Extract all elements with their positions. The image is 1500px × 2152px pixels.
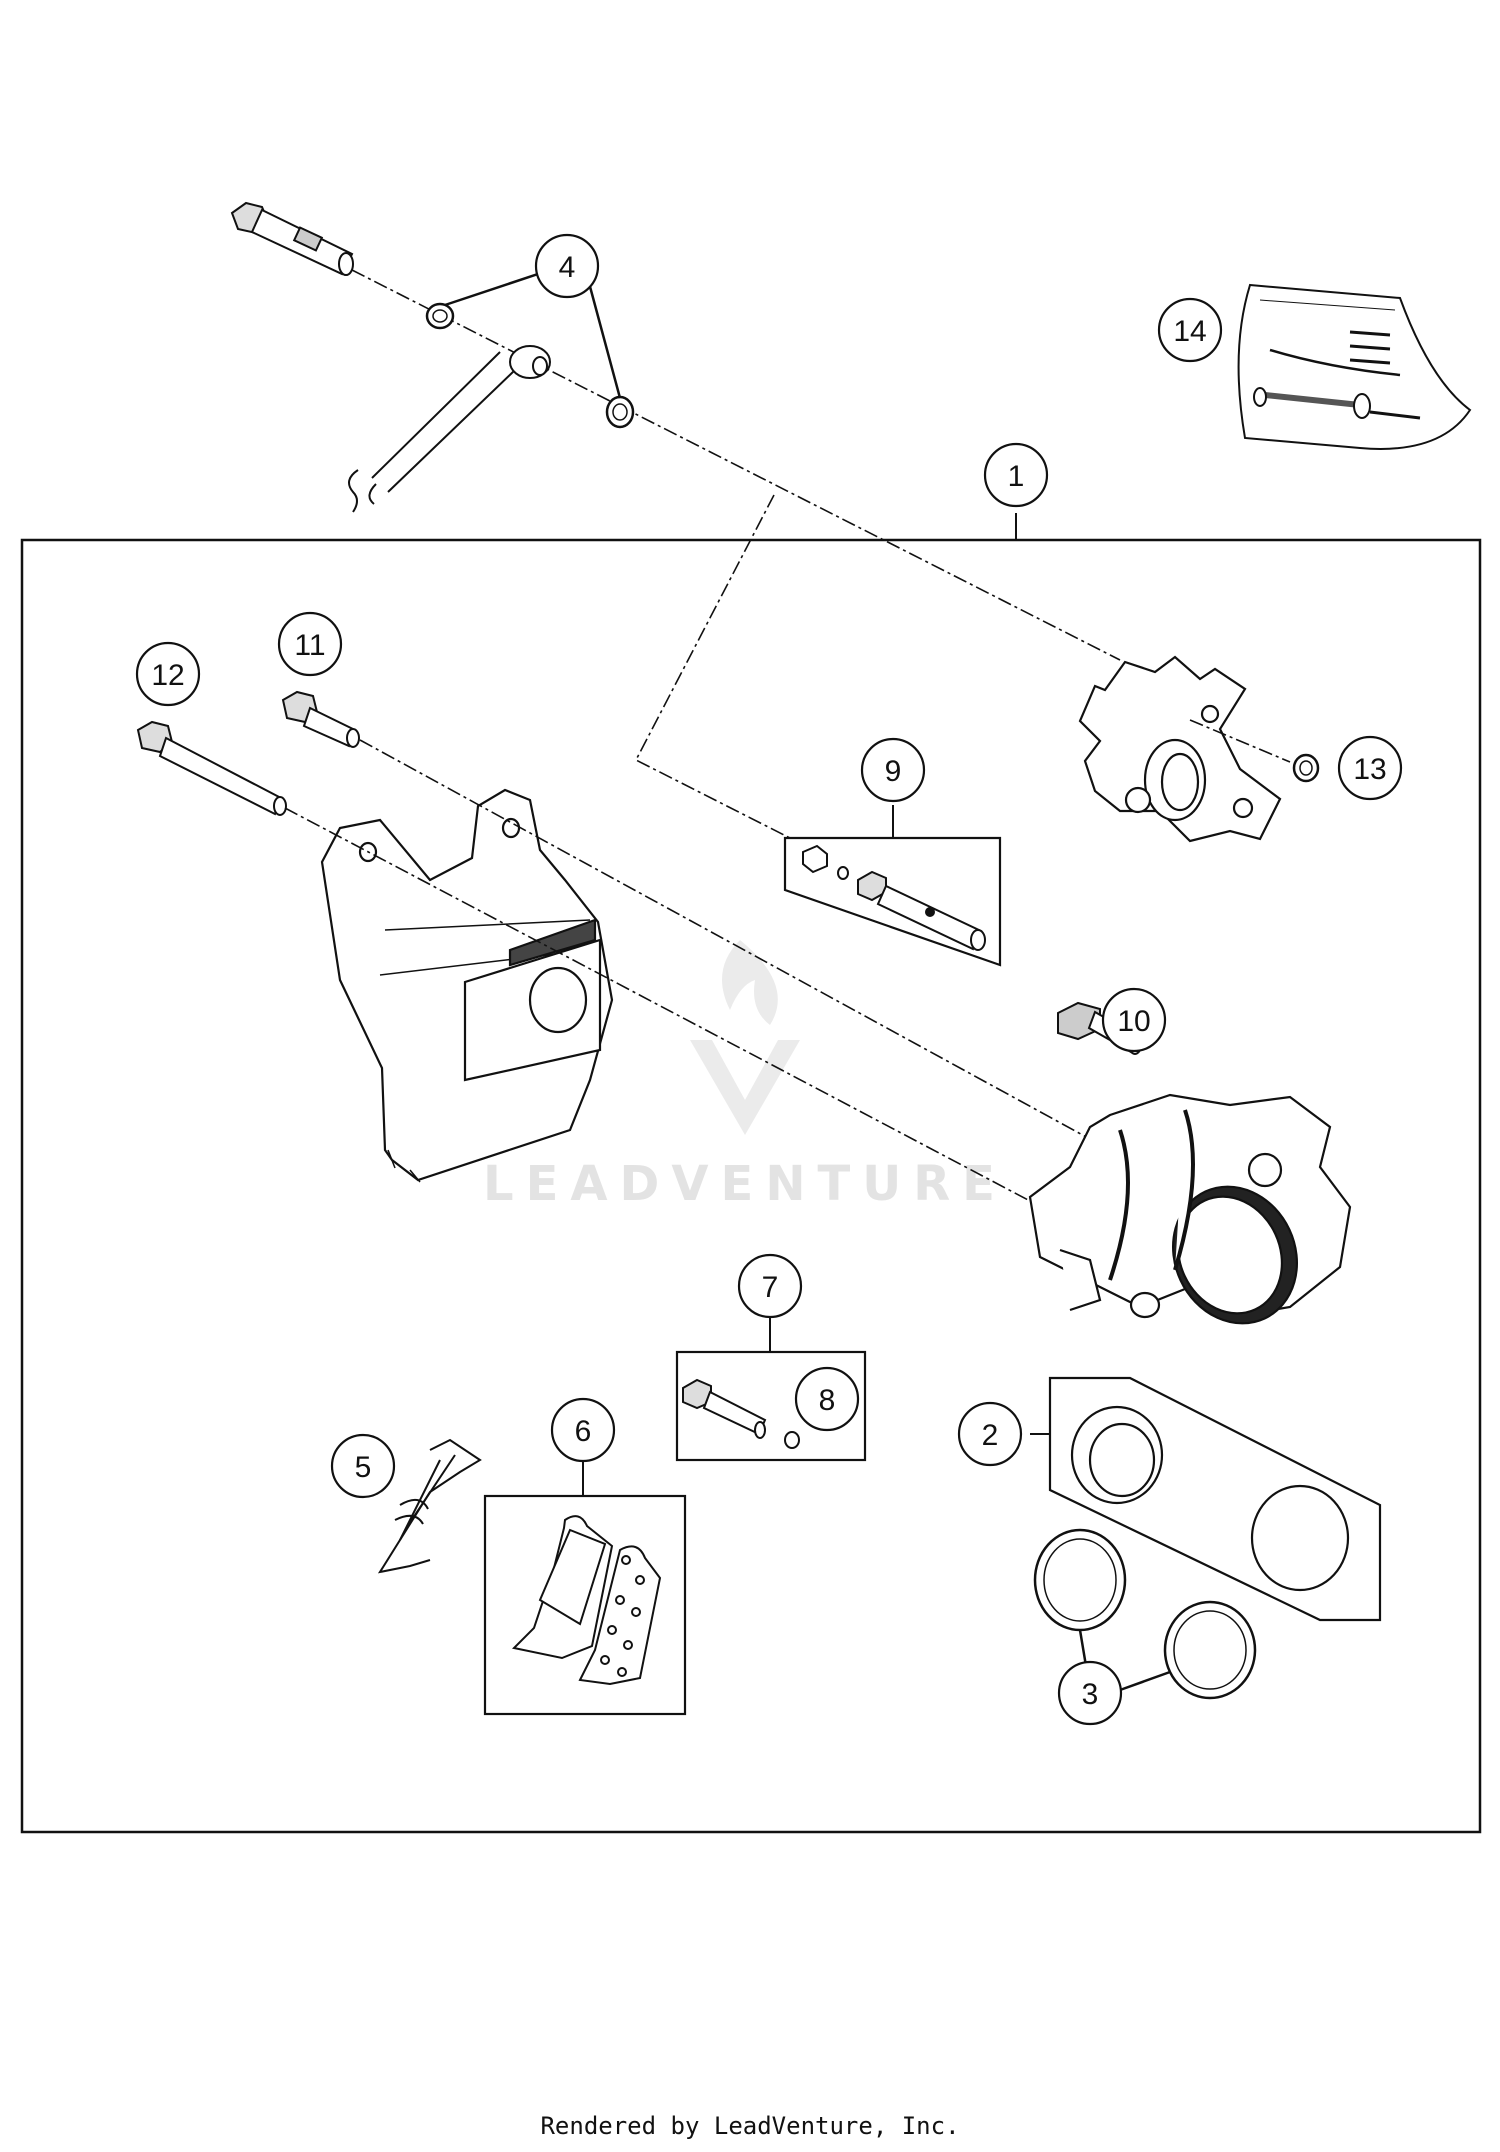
sealing-ring-upper — [425, 302, 455, 330]
svg-text:9: 9 — [885, 755, 902, 788]
bolt-12-axis-line — [284, 807, 1086, 1231]
callout-8: 8 — [794, 1366, 860, 1432]
sealing-ring-lower — [605, 395, 635, 429]
seal-13-axis-line — [1189, 719, 1291, 763]
leadventure-watermark: LEADVENTURE — [483, 940, 1007, 1212]
svg-text:8: 8 — [819, 1384, 836, 1417]
svg-text:10: 10 — [1117, 1005, 1150, 1038]
brake-caliper — [1028, 1093, 1352, 1325]
callout-10: 10 — [1101, 987, 1167, 1053]
sealing-ring-13 — [1292, 753, 1320, 783]
callout-4: 4 — [534, 233, 600, 299]
bolt-11 — [281, 690, 360, 748]
svg-text:6: 6 — [575, 1415, 592, 1448]
svg-text:1: 1 — [1008, 460, 1025, 493]
callout-7: 7 — [737, 1253, 803, 1319]
bolt-11-axis-line — [359, 739, 1111, 1151]
callout-6: 6 — [550, 1397, 616, 1463]
footer-credit: Rendered by LeadVenture, Inc. — [540, 2112, 960, 2140]
svg-text:4: 4 — [559, 251, 576, 284]
callout-9: 9 — [860, 737, 926, 803]
bleeder-valve-box — [783, 805, 1002, 967]
watermark-chevron-icon — [690, 1040, 800, 1135]
brake-hose — [348, 345, 551, 513]
callout-1: 1 — [983, 442, 1049, 508]
callout-13: 13 — [1337, 735, 1403, 801]
bolt-12 — [136, 720, 287, 816]
svg-text:11: 11 — [294, 629, 325, 662]
svg-text:7: 7 — [762, 1271, 779, 1304]
caliper-upper-half — [1078, 655, 1282, 843]
banjo-axis-line — [351, 269, 1121, 661]
callout-11: 11 — [277, 611, 343, 677]
callout-3: 3 — [1057, 1660, 1123, 1726]
caliper-bracket — [320, 788, 614, 1183]
piston-kit-box — [1048, 1376, 1382, 1622]
callout-5: 5 — [330, 1433, 396, 1499]
pad-spring — [377, 1438, 482, 1574]
watermark-flame-icon — [722, 940, 778, 1025]
svg-text:13: 13 — [1353, 753, 1386, 786]
brake-pads-box — [483, 1462, 687, 1716]
svg-text:2: 2 — [982, 1419, 999, 1452]
svg-text:5: 5 — [355, 1451, 372, 1484]
banjo-bolt — [230, 201, 354, 276]
svg-text:14: 14 — [1173, 315, 1206, 348]
svg-text:12: 12 — [151, 659, 184, 692]
callout-14: 14 — [1157, 297, 1223, 363]
bleeder-kit-bag — [1237, 283, 1472, 450]
callout-2: 2 — [957, 1401, 1023, 1467]
watermark-text: LEADVENTURE — [483, 1156, 1007, 1212]
svg-text:3: 3 — [1082, 1678, 1099, 1711]
bleeder-axis-line — [634, 494, 791, 839]
callout-12: 12 — [135, 641, 201, 707]
